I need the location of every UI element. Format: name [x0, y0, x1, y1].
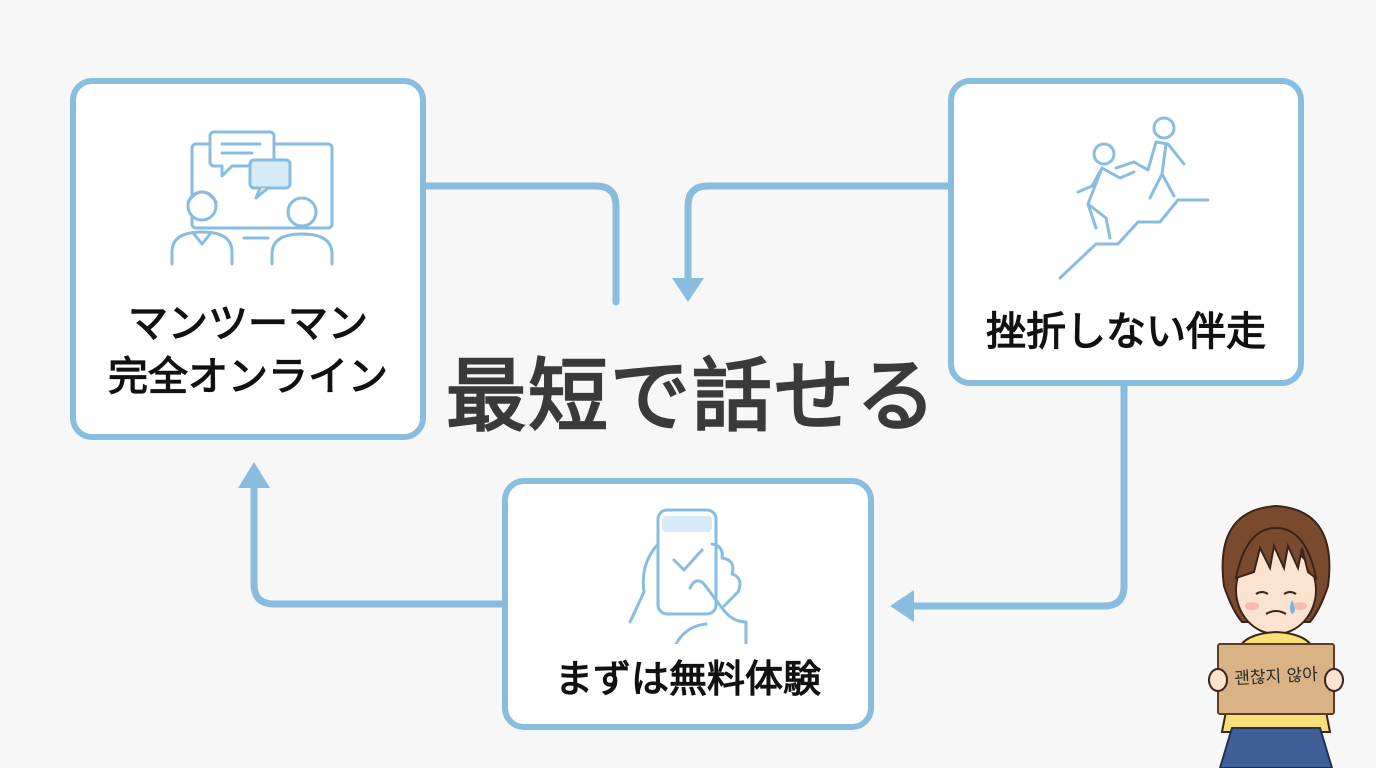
- card-one-on-one-online: マンツーマン 完全オンライン: [70, 78, 426, 440]
- center-title: 最短で話せる: [446, 350, 938, 443]
- card-trial-line1: まずは無料体験: [554, 657, 821, 701]
- video-call-chat-icon: [170, 130, 334, 266]
- card-trial-label: まずは無料体験: [508, 654, 868, 704]
- smartphone-check-icon: [628, 508, 748, 644]
- arrowhead-down: [672, 278, 704, 302]
- connector-trial-to-online: [250, 480, 506, 608]
- card-online-label: マンツーマン 完全オンライン: [76, 298, 420, 404]
- card-online-line2: 完全オンライン: [108, 353, 388, 400]
- card-support-label: 挫折しない伴走: [954, 306, 1298, 359]
- card-support-line1: 挫折しない伴走: [986, 309, 1266, 355]
- connector-support-to-center: [684, 182, 952, 286]
- arrowhead-up: [238, 462, 270, 488]
- arrowhead-left: [890, 590, 914, 622]
- connector-support-to-trial: [908, 382, 1128, 610]
- connector-online-to-center: [422, 182, 620, 306]
- card-online-line1: マンツーマン: [128, 301, 368, 347]
- sad-girl-with-sign-illustration: [1208, 504, 1344, 768]
- card-no-give-up-support: 挫折しない伴走: [948, 78, 1304, 386]
- climbing-help-icon: [1058, 116, 1210, 280]
- card-free-trial: まずは無料体験: [502, 478, 874, 730]
